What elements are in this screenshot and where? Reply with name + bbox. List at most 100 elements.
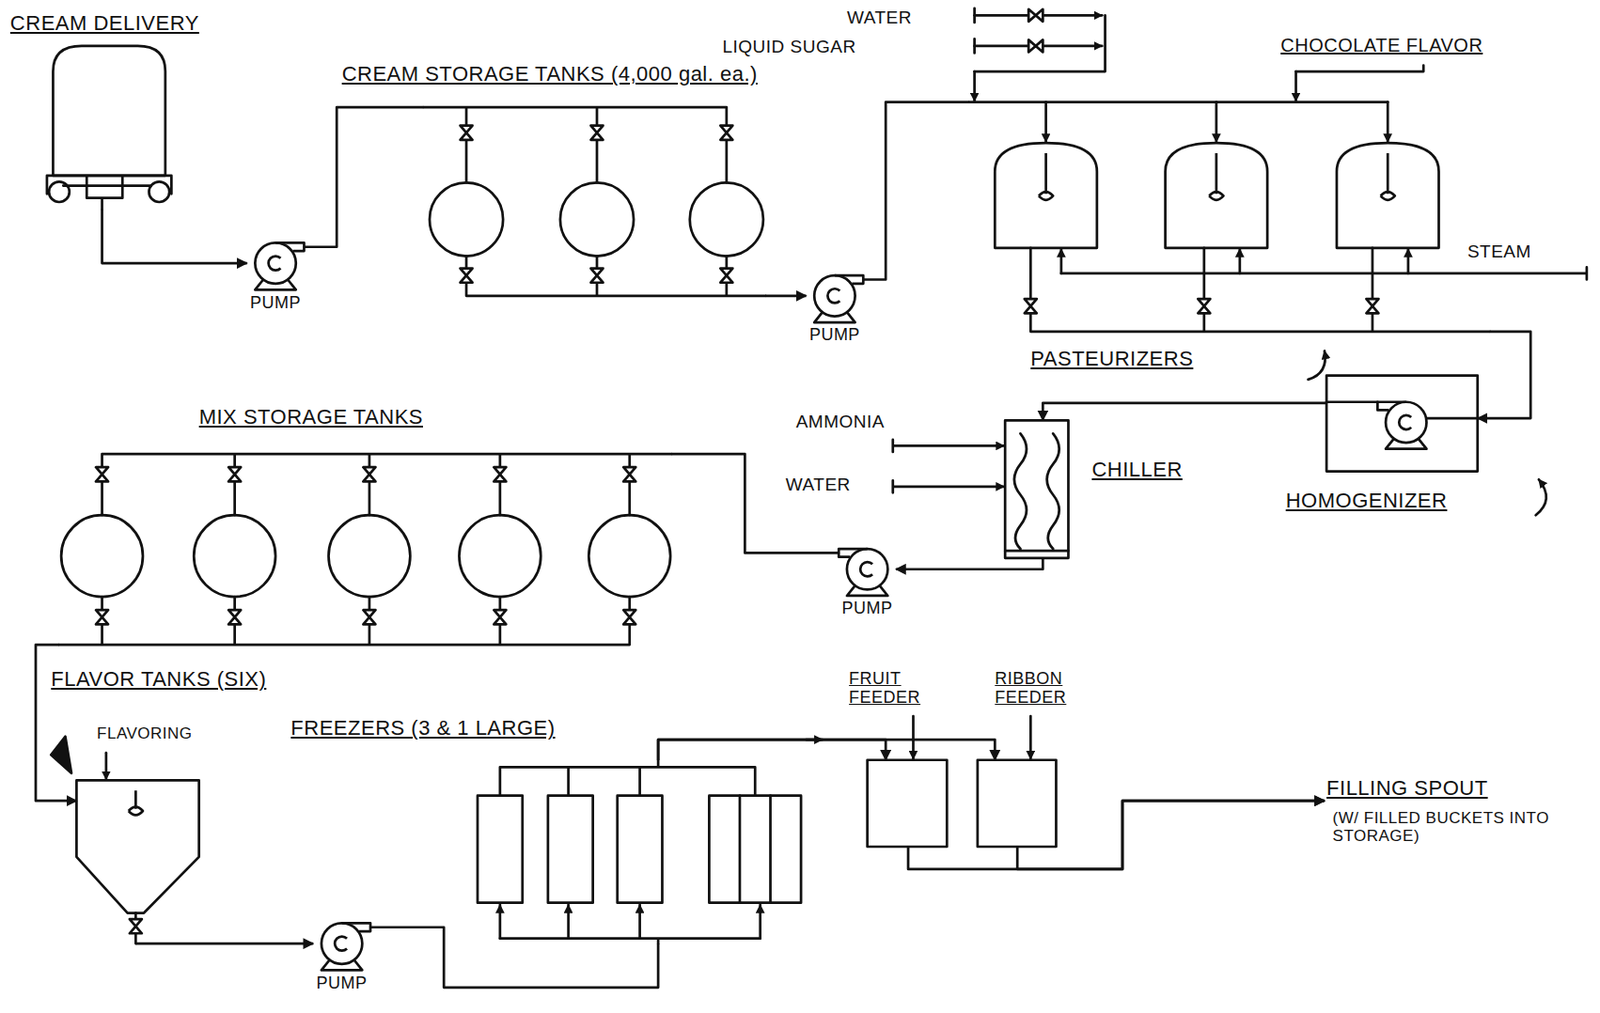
freezer-inlet-manifold xyxy=(500,939,761,944)
freezer-outlet-manifold xyxy=(500,760,755,797)
valve-symbol xyxy=(228,467,241,482)
freezer-inlet xyxy=(638,905,642,940)
large-freezer xyxy=(708,796,801,904)
pasteurizer-group: PASTEURIZERS xyxy=(969,96,1491,337)
truck-wheel xyxy=(48,181,70,203)
valve-symbol xyxy=(1197,298,1210,314)
cream-tank xyxy=(560,182,634,256)
pump-nozzle xyxy=(342,923,371,932)
pasteurizer-outlets xyxy=(1030,248,1490,332)
pipe-connector xyxy=(895,558,1043,570)
flavoring-feed xyxy=(105,752,109,780)
freezer-inlet xyxy=(499,905,502,940)
node-label: FILLING SPOUT xyxy=(1326,777,1489,800)
ammonia-line xyxy=(893,439,1004,453)
valve-symbol xyxy=(720,268,733,283)
water-line xyxy=(893,480,1004,493)
pump-symbol xyxy=(814,275,855,316)
flavor-tank: FLAVOR TANKS (SIX) xyxy=(76,780,201,944)
pump: PUMP xyxy=(313,921,371,971)
node-label: PUMP xyxy=(247,294,305,314)
pipe-connector xyxy=(370,927,659,989)
pump-impeller xyxy=(1398,415,1412,430)
pipe-connector xyxy=(303,107,424,248)
valve-symbol xyxy=(1028,39,1043,52)
steam-line xyxy=(1061,266,1587,280)
mix-tank xyxy=(458,515,541,597)
pipe-connector xyxy=(658,739,886,761)
stream-label: AMMONIA xyxy=(796,412,885,433)
valve-symbol xyxy=(493,610,506,625)
stream-label: LIQUID SUGAR xyxy=(722,37,857,58)
node-label: (W/ FILLED BUCKETS INTO STORAGE) xyxy=(1333,810,1588,846)
mix-tank xyxy=(61,515,143,597)
cream-tank xyxy=(429,182,503,256)
freezer-inlet xyxy=(566,905,570,940)
pump-nozzle xyxy=(275,242,304,251)
stream-label: WATER xyxy=(847,8,912,29)
chiller-coil xyxy=(1004,433,1068,551)
chiller: CHILLER xyxy=(1004,420,1068,559)
pump-symbol xyxy=(1385,402,1427,443)
valve-symbol xyxy=(590,268,603,283)
large-freezer-cells xyxy=(739,796,771,904)
valve-symbol xyxy=(460,268,473,283)
pump-impeller xyxy=(860,562,873,577)
truck-body xyxy=(52,46,165,176)
agitator xyxy=(1380,153,1396,201)
truck: CREAM DELIVERY xyxy=(46,46,174,210)
steam-branch xyxy=(1060,249,1064,274)
valve-symbol xyxy=(129,919,142,934)
cream-piping xyxy=(423,107,766,297)
homogenizer-box xyxy=(1326,376,1478,472)
node-label: MIX STORAGE TANKS xyxy=(199,406,424,429)
pipe-connector xyxy=(102,209,248,265)
pasteurizer-vessel xyxy=(994,142,1098,249)
freezer xyxy=(548,796,594,904)
node-label: FREEZERS (3 & 1 LARGE) xyxy=(290,717,555,740)
mix-tank xyxy=(329,515,411,597)
stream-label: STEAM xyxy=(1467,242,1532,263)
valve-symbol xyxy=(623,467,636,482)
pipe-connector xyxy=(908,800,1325,870)
tank-group: CREAM STORAGE TANKS (4,000 gal. ea.) xyxy=(423,102,766,302)
chocolate-line xyxy=(1294,71,1298,101)
pump-impeller xyxy=(334,937,347,952)
pipe-connector xyxy=(135,942,314,946)
pump-nozzle xyxy=(834,275,863,284)
node-label: HOMOGENIZER xyxy=(1286,489,1448,513)
label-arrow xyxy=(1308,350,1326,379)
node-label: CHILLER xyxy=(1091,458,1182,482)
freezer xyxy=(617,796,663,904)
stream-label: WATER xyxy=(785,475,851,496)
pump-symbol xyxy=(254,242,296,283)
freezer-group: FREEZERS (3 & 1 LARGE) xyxy=(474,760,807,944)
valve-symbol xyxy=(362,467,376,482)
pump: PUMP xyxy=(838,547,896,597)
pipe-connector xyxy=(1477,331,1531,419)
truck-wheel xyxy=(148,181,170,203)
feed-line xyxy=(974,8,1106,72)
mix-tank xyxy=(588,515,671,597)
pump-impeller xyxy=(268,256,282,271)
pump-base xyxy=(254,279,296,290)
agitator xyxy=(1208,153,1224,201)
valve-symbol xyxy=(493,467,506,482)
feeder: FRUIT FEEDER xyxy=(867,760,948,848)
pump-base xyxy=(814,312,855,323)
flavor-tank xyxy=(76,780,199,913)
pump-base xyxy=(321,959,362,971)
feed-line xyxy=(972,71,976,101)
node-label: CREAM DELIVERY xyxy=(10,12,200,35)
feeder-arrow xyxy=(1029,716,1033,760)
pump-base xyxy=(847,585,888,597)
ribbon-feeder-box xyxy=(977,760,1057,848)
node-label: FRUIT FEEDER xyxy=(848,670,952,708)
valve-symbol xyxy=(623,610,636,625)
node-label: CREAM STORAGE TANKS (4,000 gal. ea.) xyxy=(342,62,758,86)
stream-label: CHOCOLATE FLAVOR xyxy=(1280,34,1483,56)
valve-symbol xyxy=(95,467,109,482)
pipe-connector xyxy=(658,739,995,761)
label-arrow xyxy=(1536,479,1547,516)
